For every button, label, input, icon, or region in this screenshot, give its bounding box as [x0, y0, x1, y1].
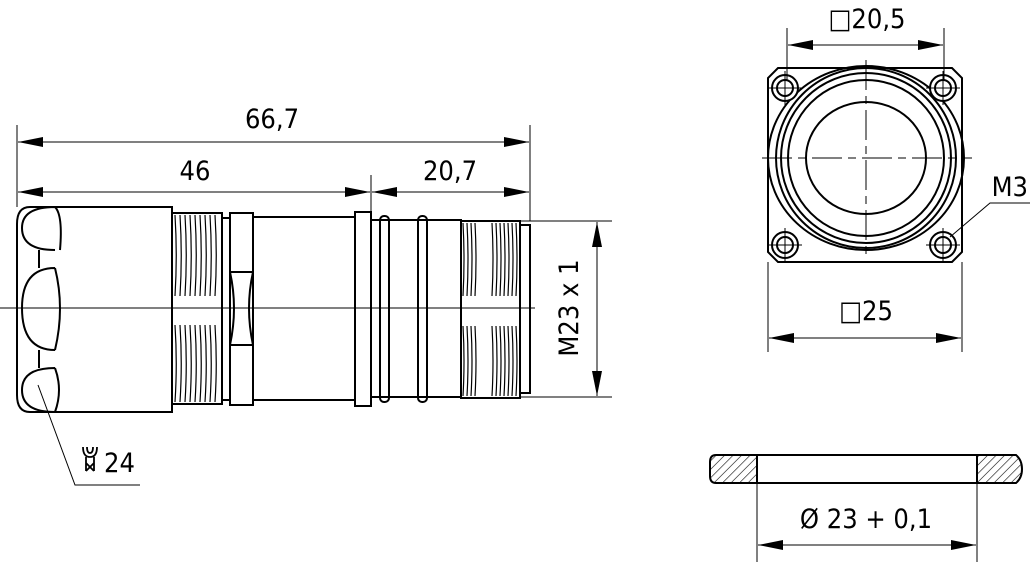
side-view: 66,7 46 20,7 M23 x 1 24 — [0, 104, 612, 486]
mating-thread — [460, 220, 521, 399]
thread-ridge — [189, 214, 192, 297]
thread-ridge — [174, 324, 177, 403]
thread-ridge — [503, 222, 506, 297]
thread-ridge — [495, 222, 498, 297]
thread-ridge — [194, 324, 197, 403]
thread-ridge — [499, 325, 502, 397]
thread-ridge — [214, 324, 217, 403]
dimension-overall-length: 66,7 — [245, 104, 299, 135]
thread-ridge — [209, 214, 212, 297]
thread-ridge — [491, 222, 494, 297]
thread-ridge — [184, 214, 187, 297]
thread-size-label: M23 x 1 — [554, 259, 585, 356]
thread-ridge — [511, 325, 514, 397]
wrench-icon — [82, 446, 98, 472]
thread-ridge — [470, 222, 473, 297]
thread-ridge — [189, 324, 192, 403]
thread-ridge — [515, 325, 518, 397]
thread-ridge — [474, 222, 477, 297]
thread-ridge — [214, 214, 217, 297]
thread-ridge — [179, 214, 182, 297]
washer-diameter-label: Ø 23 + 0,1 — [800, 504, 932, 535]
cable-thread — [171, 212, 223, 405]
thread-ridge — [491, 325, 494, 397]
thread-ridge — [511, 222, 514, 297]
thread-ridge — [495, 325, 498, 397]
dimension-body-length: 46 — [180, 156, 211, 187]
mounting-hole — [768, 228, 802, 262]
thread-ridge — [462, 325, 465, 397]
thread-ridge — [204, 214, 207, 297]
nut-flat — [20, 367, 60, 413]
thread-ridge — [466, 325, 469, 397]
wrench-size-label: 24 — [104, 448, 135, 479]
flange-size-label: □25 — [839, 296, 893, 327]
washer-section: Ø 23 + 0,1 — [709, 454, 1024, 562]
thread-ridge — [174, 214, 177, 297]
thread-ridge — [507, 325, 510, 397]
thread-ridge — [199, 324, 202, 403]
thread-ridge — [503, 325, 506, 397]
thread-ridge — [474, 325, 477, 397]
thread-ridge — [470, 325, 473, 397]
thread-ridge — [466, 222, 469, 297]
thread-ridge — [184, 324, 187, 403]
thread-ridge — [462, 222, 465, 297]
square-flange — [767, 67, 963, 263]
nut-flat — [20, 206, 62, 251]
thread-ridge — [209, 324, 212, 403]
flange — [354, 211, 372, 407]
dimension-front-length: 20,7 — [423, 156, 477, 187]
thread-ridge — [179, 324, 182, 403]
thread-ridge — [199, 214, 202, 297]
thread-ridge — [499, 222, 502, 297]
hole-spacing-label: □20,5 — [828, 4, 905, 35]
thread-ridge — [204, 324, 207, 403]
screw-size-label: M3 — [992, 172, 1028, 203]
mounting-hole — [926, 228, 960, 262]
thread-ridge — [194, 214, 197, 297]
front-view: □20,5 □25 M3 — [762, 4, 1030, 352]
mounting-hole — [768, 71, 802, 105]
thread-ridge — [507, 222, 510, 297]
mounting-hole — [926, 71, 960, 105]
nut-flat — [20, 267, 61, 351]
coupling-nut — [16, 206, 173, 413]
thread-ridge — [515, 222, 518, 297]
